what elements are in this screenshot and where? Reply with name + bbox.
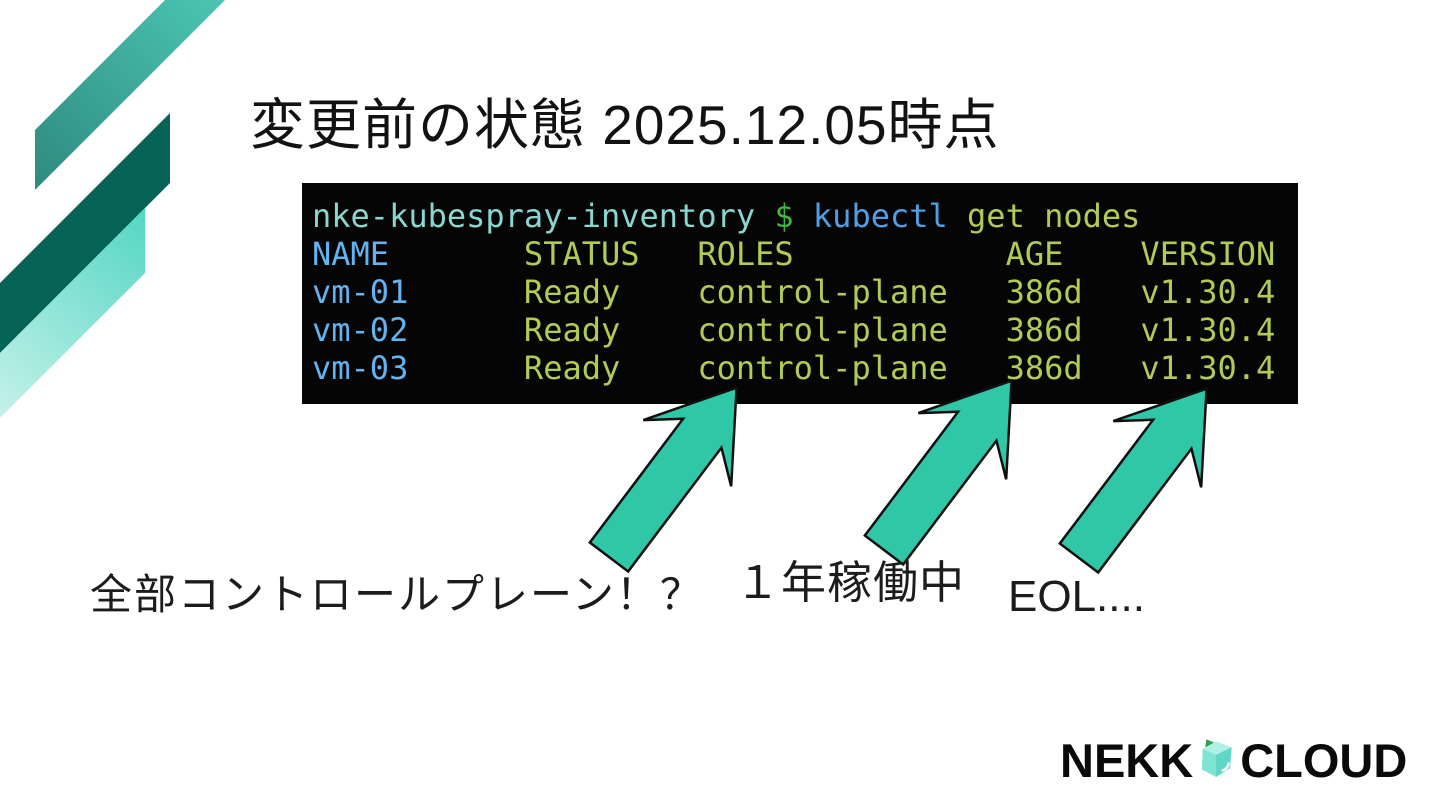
node-version: v1.30.4 [1140,349,1276,387]
node-version: v1.30.4 [1140,311,1276,349]
node-roles: control-plane [697,311,948,349]
terminal-window: nke-kubespray-inventory $ kubectl get no… [302,183,1298,404]
table-row: vm-01 Ready control-plane 386d v1.30.4 [312,273,1298,311]
diagonal-stripes-decoration [0,0,225,418]
node-name: vm-02 [312,311,409,349]
prompt-command: kubectl [812,197,948,235]
node-status: Ready [523,349,621,387]
nekko-cloud-logo: NEKK CLOUD [1060,733,1407,788]
annotation-one-year-running: １年稼働中 [735,557,966,608]
stripe-light [0,208,145,418]
annotation-eol: EOL.... [1008,572,1145,621]
logo-text-right: CLOUD [1240,734,1408,787]
prompt-args: get nodes [967,197,1141,235]
header-version: VERSION [1140,235,1276,273]
table-header-row: NAME STATUS ROLES AGE VERSION [312,235,1298,273]
logo-text-left: NEKK [1060,734,1194,787]
header-age: AGE [1005,235,1064,273]
annotation-all-control-plane: 全部コントロールプレーン！？ [90,571,704,618]
node-age: 386d [1005,349,1083,387]
node-status: Ready [523,273,621,311]
prompt-symbol: $ [774,197,794,235]
terminal-prompt-line: nke-kubespray-inventory $ kubectl get no… [312,197,1298,235]
page-title: 変更前の状態 2025.12.05時点 [250,94,1000,156]
table-row: vm-02 Ready control-plane 386d v1.30.4 [312,311,1298,349]
node-age: 386d [1005,311,1083,349]
header-roles: ROLES [697,235,794,273]
prompt-host: nke-kubespray-inventory [312,197,756,235]
node-name: vm-03 [312,349,409,387]
node-roles: control-plane [697,349,948,387]
nekko-cube-cat-icon [1202,738,1232,777]
stripe-dark [0,113,170,353]
header-status: STATUS [523,235,640,273]
node-status: Ready [523,311,621,349]
node-name: vm-01 [312,273,409,311]
stripe-teal [35,0,225,190]
node-version: v1.30.4 [1140,273,1276,311]
table-row: vm-03 Ready control-plane 386d v1.30.4 [312,349,1298,387]
node-age: 386d [1005,273,1083,311]
header-name: NAME [312,235,390,273]
node-roles: control-plane [697,273,948,311]
